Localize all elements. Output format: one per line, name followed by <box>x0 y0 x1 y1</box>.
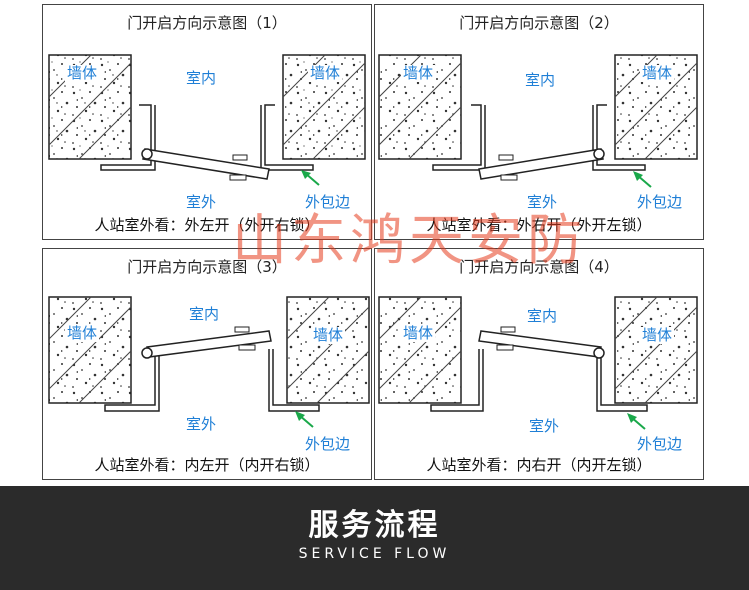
outside-label: 室外 <box>186 415 217 433</box>
panel-drawing <box>48 296 370 428</box>
footer-title: 服务流程 <box>308 508 441 543</box>
wall-label-right: 墙体 <box>308 64 343 82</box>
diagram-panel-1: 门开启方向示意图（1） 墙体 墙体 室内 室外 外包边 人站室外看：外左开（外开… <box>42 4 372 240</box>
wall-label-left: 墙体 <box>65 64 100 82</box>
brand-watermark: 山东鸿天安防 <box>232 208 587 272</box>
panel-drawing <box>378 296 698 430</box>
wall-label-right: 墙体 <box>640 64 675 82</box>
panel-caption: 人站室外看：内左开（内开右锁） <box>94 456 320 474</box>
wall-label-left: 墙体 <box>65 324 100 342</box>
edge-label: 外包边 <box>637 193 683 211</box>
inside-label: 室内 <box>525 71 556 89</box>
panel-title: 门开启方向示意图（2） <box>459 14 619 32</box>
outside-label: 室外 <box>527 193 558 211</box>
diagram-panel-3: 门开启方向示意图（3） 墙体 墙体 室内 室外 外包边 人站室外看：内左开（内开… <box>42 248 372 480</box>
panel-caption: 人站室外看：内右开（内开左锁） <box>426 456 652 474</box>
wall-label-left: 墙体 <box>401 64 436 82</box>
diagram-panel-4: 门开启方向示意图（4） 墙体 墙体 室内 室外 外包边 人站室外看：内右开（内开… <box>374 248 704 480</box>
wall-label-right: 墙体 <box>640 326 675 344</box>
outside-label: 室外 <box>186 193 217 211</box>
footer-subtitle: SERVICE FLOW <box>298 546 451 562</box>
diagram-panel-2: 门开启方向示意图（2） 墙体 墙体 室内 室外 外包边 人站室外看：外右开（外开… <box>374 4 704 240</box>
inside-label: 室内 <box>186 69 217 87</box>
panel-caption: 人站室外看：外右开（外开左锁） <box>426 216 652 234</box>
wall-label-right: 墙体 <box>311 326 346 344</box>
inside-label: 室内 <box>527 307 558 325</box>
panel-caption: 人站室外看：外左开（外开右锁） <box>94 216 320 234</box>
panel-title: 门开启方向示意图（4） <box>459 258 619 276</box>
edge-label: 外包边 <box>305 435 351 453</box>
panel-title: 门开启方向示意图（3） <box>127 258 287 276</box>
edge-label: 外包边 <box>637 435 683 453</box>
wall-label-left: 墙体 <box>401 324 436 342</box>
outside-label: 室外 <box>529 417 560 435</box>
edge-label: 外包边 <box>305 193 351 211</box>
footer-banner: 服务流程 SERVICE FLOW <box>0 486 749 590</box>
panel-title: 门开启方向示意图（1） <box>127 14 287 32</box>
inside-label: 室内 <box>189 305 220 323</box>
